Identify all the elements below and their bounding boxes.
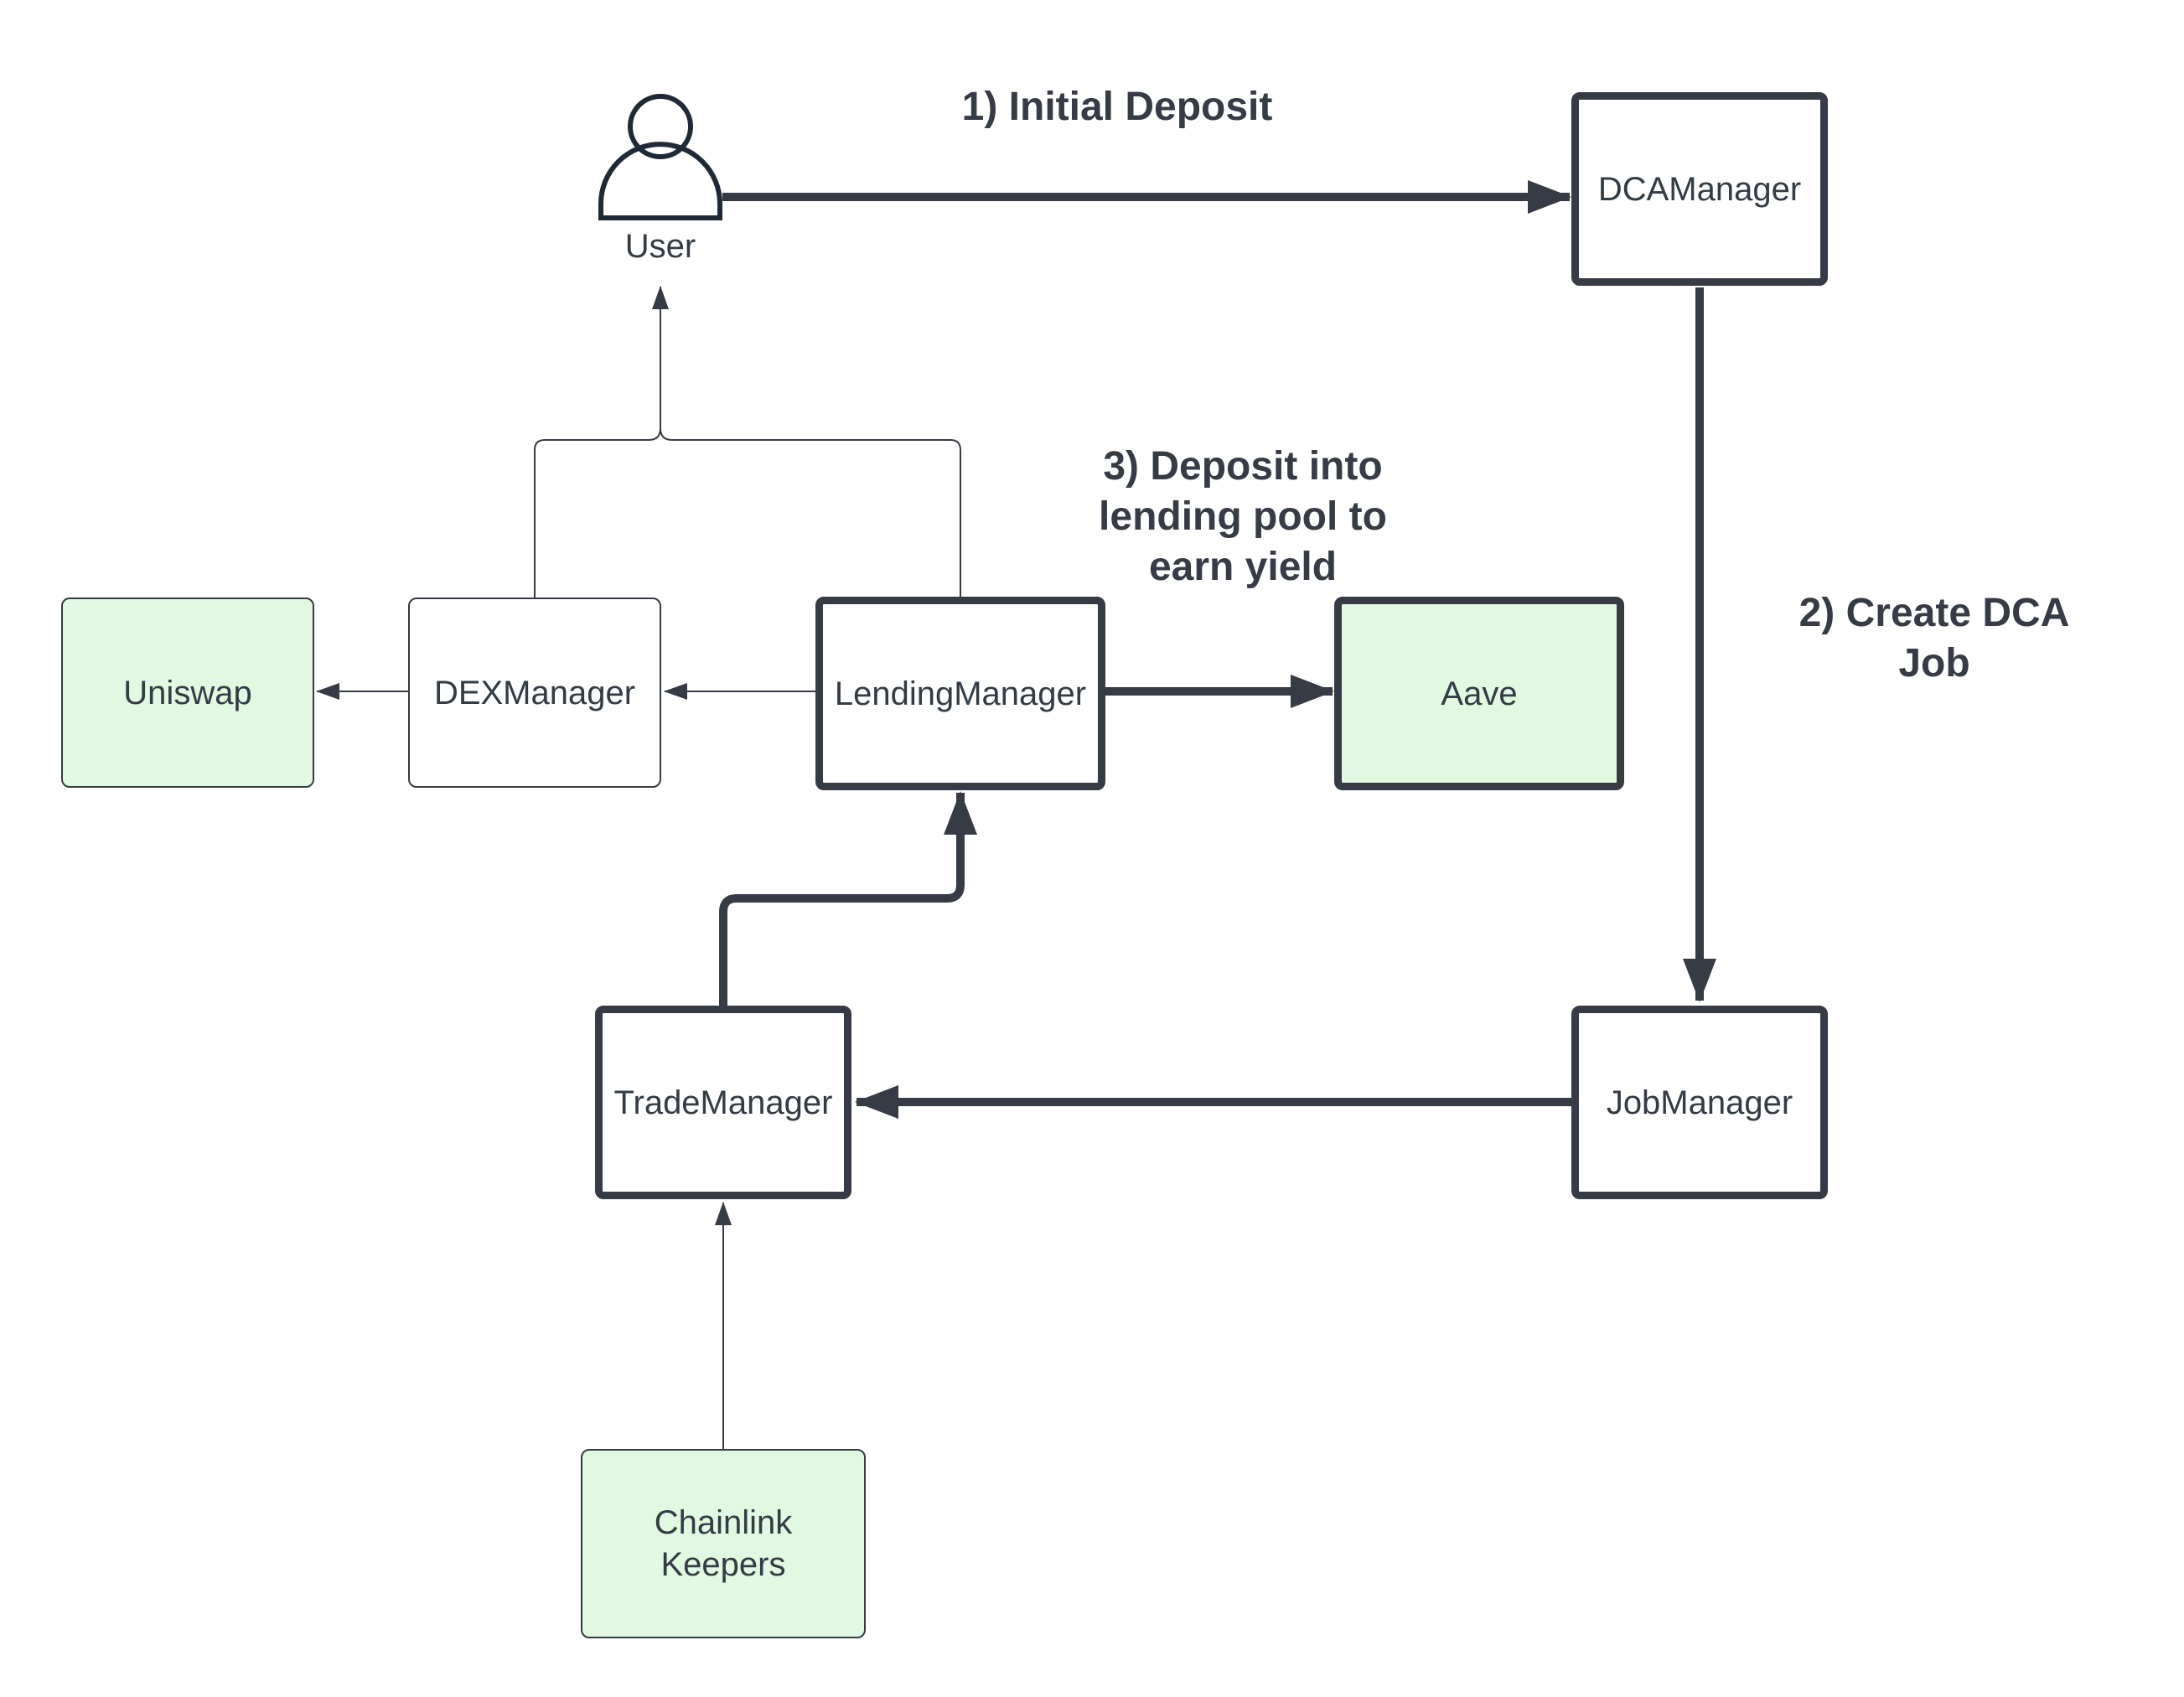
node-uniswap: Uniswap (61, 598, 314, 788)
node-aave-label: Aave (1441, 675, 1518, 712)
node-lendingmanager-label: LendingManager (834, 675, 1087, 712)
node-dexmanager: DEXManager (408, 598, 661, 788)
node-jobmanager: JobManager (1571, 1006, 1828, 1199)
edge-trademanager-to-lendingmanager (719, 791, 977, 1006)
node-trademanager-label: TradeManager (613, 1084, 833, 1121)
node-dcamanager-label: DCAManager (1597, 170, 1802, 208)
edge-dexmanager-to-user (534, 427, 661, 598)
label-create-dca-job: 2) Create DCA Job (1798, 591, 2070, 686)
node-chainlink-keepers: Chainlink Keepers (581, 1449, 866, 1638)
node-dcamanager: DCAManager (1571, 92, 1828, 286)
person-icon (598, 94, 722, 220)
edge-lendingmanager-to-user (652, 286, 961, 598)
node-chainlink-keepers-label: Chainlink Keepers (654, 1504, 793, 1583)
label-deposit-lending-pool: 3) Deposit into lending pool to earn yie… (1099, 444, 1387, 589)
label-initial-deposit: 1) Initial Deposit (961, 85, 1273, 129)
node-trademanager: TradeManager (595, 1006, 851, 1199)
node-uniswap-label: Uniswap (123, 674, 252, 711)
node-dexmanager-label: DEXManager (433, 674, 636, 711)
node-lendingmanager: LendingManager (815, 597, 1105, 790)
node-jobmanager-label: JobManager (1606, 1084, 1793, 1121)
node-aave: Aave (1334, 597, 1624, 790)
node-user-label: User (624, 228, 696, 265)
